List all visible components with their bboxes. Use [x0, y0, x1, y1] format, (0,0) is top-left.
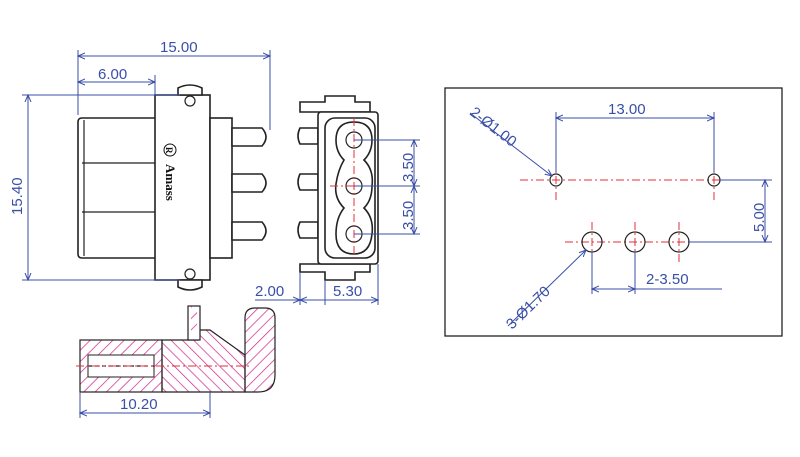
svg-text:13.00: 13.00	[608, 101, 646, 118]
dim-side-length: 10.20	[80, 392, 210, 418]
dim-pin-pitch: 3.50 3.50	[354, 140, 420, 234]
dim-overall-length: 15.00	[78, 39, 270, 130]
svg-text:Amass: Amass	[163, 164, 178, 201]
svg-text:2-Ø1.00: 2-Ø1.00	[467, 104, 520, 151]
dim-pin-hole: 3-Ø1.70	[503, 250, 586, 333]
bottom-ear	[177, 279, 203, 291]
section-view	[76, 305, 276, 393]
svg-text:R: R	[164, 147, 174, 154]
svg-text:3.50: 3.50	[400, 153, 417, 182]
front-housing	[77, 117, 161, 259]
svg-text:15.00: 15.00	[160, 39, 198, 56]
front-view: R Amass	[77, 84, 267, 291]
end-view	[297, 95, 380, 281]
footprint	[520, 160, 770, 262]
svg-text:5.00: 5.00	[751, 203, 768, 232]
mount-hole-1	[549, 173, 563, 187]
top-ear	[177, 84, 203, 96]
footprint-frame	[444, 87, 783, 337]
dim-row-spacing: 5.00	[689, 180, 772, 242]
dim-mount-hole: 2-Ø1.00	[467, 104, 552, 176]
svg-text:10.20: 10.20	[120, 396, 158, 413]
brand-marking: R Amass	[163, 143, 178, 201]
svg-text:6.00: 6.00	[98, 66, 127, 83]
front-pin-1	[231, 127, 267, 147]
front-pin-2	[231, 173, 267, 193]
dim-pin-pitch-footprint: 2-3.50	[592, 252, 722, 294]
svg-text:2.00: 2.00	[255, 283, 284, 300]
svg-text:3-Ø1.70: 3-Ø1.70	[503, 283, 554, 333]
dim-overall-height: 15.40	[9, 95, 180, 280]
svg-text:3.50: 3.50	[400, 201, 417, 230]
dim-housing-length: 6.00	[78, 66, 155, 95]
svg-text:5.30: 5.30	[333, 283, 362, 300]
dim-mount-spacing: 13.00	[556, 101, 714, 172]
dim-end-widths: 2.00 5.30	[255, 264, 378, 305]
svg-text:2-3.50: 2-3.50	[646, 271, 689, 288]
front-flange	[154, 94, 211, 281]
svg-text:15.40: 15.40	[9, 177, 26, 215]
front-pin-3	[231, 221, 267, 241]
